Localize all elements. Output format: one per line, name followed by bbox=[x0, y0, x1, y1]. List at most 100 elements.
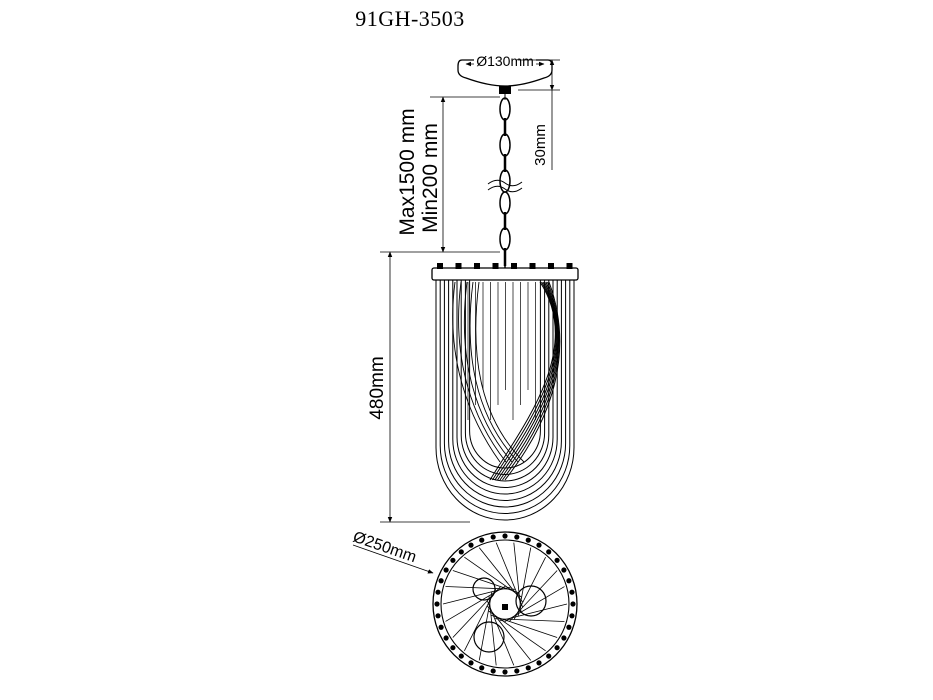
rim-dot bbox=[479, 665, 485, 671]
ring-stud bbox=[474, 263, 480, 269]
twisted-strand bbox=[499, 281, 559, 481]
ring-stud bbox=[511, 263, 517, 269]
twisted-strand bbox=[475, 281, 525, 463]
spoke-rod bbox=[478, 547, 524, 603]
rim-dot bbox=[570, 601, 576, 607]
spoke-rod bbox=[513, 556, 546, 620]
rim-dot bbox=[443, 567, 449, 573]
ring-stud bbox=[437, 263, 443, 269]
rim-dot bbox=[546, 549, 552, 555]
ring-stud bbox=[566, 263, 573, 269]
rim-dot bbox=[450, 645, 456, 651]
spoke-rod bbox=[499, 603, 568, 622]
bulb-bottom bbox=[473, 621, 505, 653]
ring-stud bbox=[529, 263, 536, 269]
body-diameter-label: Ø250mm bbox=[351, 529, 419, 566]
rim-dot bbox=[490, 668, 496, 674]
spoke-rod bbox=[495, 542, 524, 608]
spoke-rod bbox=[445, 586, 516, 590]
lamp-body bbox=[431, 263, 579, 521]
chain-max-label: Max1500 mm bbox=[396, 108, 419, 235]
rim-dot bbox=[468, 542, 474, 548]
body-height-label: 480mm bbox=[367, 356, 388, 419]
spoke-rod bbox=[452, 570, 520, 594]
bulb-left bbox=[472, 577, 496, 601]
chain-link bbox=[499, 97, 511, 121]
spoke-rod bbox=[490, 614, 558, 638]
spoke-rod bbox=[509, 570, 558, 622]
spoke-rod bbox=[486, 600, 515, 666]
ring-stud bbox=[492, 263, 499, 269]
rim-dot bbox=[569, 613, 575, 619]
twisted-strand bbox=[502, 281, 560, 481]
canopy-height-dimension: 30mm bbox=[518, 59, 560, 170]
spoke-rod bbox=[486, 605, 532, 661]
spoke-rod bbox=[442, 586, 511, 605]
spoke-rod bbox=[478, 591, 493, 661]
rim-dot bbox=[569, 589, 575, 595]
bottom-view bbox=[432, 531, 578, 677]
rim-dot bbox=[536, 542, 542, 548]
rim-dot bbox=[554, 557, 560, 563]
spoke-rod bbox=[445, 585, 506, 622]
crystal-loop bbox=[448, 280, 562, 501]
crystal-loop bbox=[452, 280, 558, 495]
ring-stud bbox=[455, 263, 462, 269]
canopy-height-label: 30mm bbox=[532, 124, 549, 166]
spoke-rod bbox=[494, 618, 565, 622]
bulb-right bbox=[515, 585, 547, 617]
rim-dot bbox=[450, 557, 456, 563]
rim-dot bbox=[546, 653, 552, 659]
chain-min-label: Min200 mm bbox=[419, 123, 442, 233]
spoke-rod bbox=[513, 542, 522, 613]
spoke-rod bbox=[464, 588, 497, 652]
rim-dot bbox=[458, 653, 464, 659]
rim-dot bbox=[458, 549, 464, 555]
twisted-strand bbox=[504, 281, 561, 481]
twisted-strand bbox=[458, 281, 507, 463]
crystal-loop bbox=[456, 280, 554, 488]
chain-link bbox=[499, 191, 511, 215]
rim-dot bbox=[514, 534, 520, 540]
model-number: 91GH-3503 bbox=[355, 6, 465, 31]
crystal-loop bbox=[464, 280, 546, 475]
spoke-rod bbox=[504, 586, 565, 623]
chain bbox=[487, 94, 523, 268]
crystal-loop bbox=[443, 280, 567, 508]
rim-dot bbox=[435, 613, 441, 619]
rim-dot bbox=[434, 601, 440, 607]
twisted-strand bbox=[494, 281, 558, 481]
rim-dot bbox=[566, 624, 572, 630]
chain-length-dimension: Max1500 mm Min200 mm bbox=[396, 96, 500, 253]
spoke-rod bbox=[517, 547, 532, 617]
rim-dot bbox=[514, 668, 520, 674]
chain-link bbox=[499, 133, 511, 157]
canopy-diameter-dimension: Ø130mm bbox=[465, 53, 545, 69]
body-diameter-dimension: Ø250mm bbox=[351, 529, 434, 574]
rim-dot bbox=[438, 578, 444, 584]
chain-break bbox=[487, 179, 523, 193]
spoke-rod bbox=[488, 595, 497, 666]
rim-dot bbox=[479, 537, 485, 543]
twisted-strand bbox=[492, 281, 557, 481]
twisted-strand bbox=[452, 281, 501, 463]
rim-dot bbox=[554, 645, 560, 651]
crystal-loop bbox=[439, 280, 571, 514]
rim-dot bbox=[443, 635, 449, 641]
body-height-dimension: 480mm bbox=[367, 251, 470, 523]
canopy-diameter-label: Ø130mm bbox=[476, 53, 534, 69]
spoke-rod bbox=[464, 556, 522, 598]
spoke-rod bbox=[488, 610, 546, 652]
rim-dot bbox=[525, 537, 531, 543]
rim-dot bbox=[435, 589, 441, 595]
chain-link bbox=[499, 227, 511, 251]
rim-dot bbox=[502, 669, 508, 675]
ring-stud bbox=[548, 263, 554, 269]
rim-dot bbox=[536, 660, 542, 666]
rim-dot bbox=[468, 660, 474, 666]
rim-dot bbox=[561, 567, 567, 573]
twisted-strand bbox=[497, 281, 558, 481]
crystal-loop bbox=[460, 280, 550, 482]
rim-dot bbox=[438, 624, 444, 630]
